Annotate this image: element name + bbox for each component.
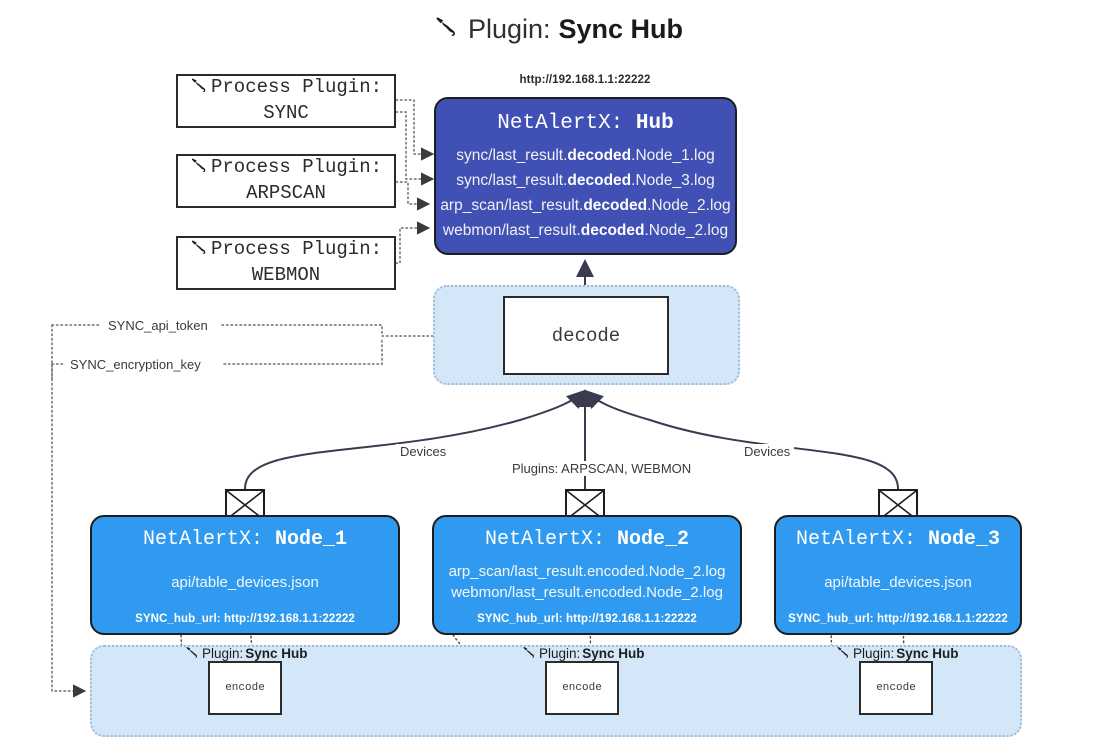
label-plugins-middle: Plugins: ARPSCAN, WEBMON (508, 461, 696, 476)
hub-log-line: sync/last_result.decoded.Node_1.log (456, 143, 714, 168)
log-bold: decoded (580, 222, 645, 240)
log-post: .Node_3.log (631, 172, 715, 190)
node-line: arp_scan/last_result.encoded.Node_2.log (448, 563, 726, 580)
plug-icon (185, 645, 200, 663)
label-sync-api-token: SYNC_api_token (104, 318, 212, 333)
log-bold: decoded (583, 197, 648, 215)
node-title: NetAlertX: Node_3 (796, 528, 1000, 551)
node-title: NetAlertX: Node_1 (143, 528, 347, 551)
hub-url-label: http://192.168.1.1:22222 (519, 74, 651, 86)
process-plugin-name: SYNC (263, 102, 309, 124)
process-plugin-arpscan-box[interactable]: Process Plugin: ARPSCAN (176, 154, 396, 208)
process-plugin-name: WEBMON (251, 264, 321, 286)
encoder-caption-prefix: Plugin: (539, 646, 581, 662)
node-footer: SYNC_hub_url: http://192.168.1.1:22222 (477, 613, 697, 625)
encoder-caption-prefix: Plugin: (853, 646, 895, 662)
encoder-caption-node-1: Plugin: Sync Hub (185, 645, 308, 663)
hub-title: NetAlertX: Hub (497, 112, 673, 135)
encoder-caption-node-3: Plugin: Sync Hub (836, 645, 959, 663)
log-bold: decoded (567, 147, 632, 164)
process-plugin-sync-box[interactable]: Process Plugin: SYNC (176, 74, 396, 128)
log-post: .Node_2.log (647, 197, 731, 215)
plug-icon (434, 14, 460, 45)
decode-box[interactable]: decode (503, 296, 669, 375)
process-plugin-name: ARPSCAN (246, 182, 326, 204)
node-title-name: Node_2 (617, 528, 690, 551)
title-prefix: Plugin: (467, 14, 551, 44)
plug-icon (190, 156, 209, 180)
log-pre: sync/last_result. (456, 172, 568, 190)
plug-icon (836, 645, 851, 663)
hub-title-prefix: NetAlertX: (497, 112, 624, 135)
node-lines: api/table_devices.json (776, 551, 1020, 613)
hub-log-line: webmon/last_result.decoded.Node_2.log (443, 218, 728, 243)
encoder-caption-node-2: Plugin: Sync Hub (522, 645, 645, 663)
label-devices-right: Devices (740, 444, 795, 459)
log-post: .Node_2.log (644, 222, 729, 240)
encoder-caption-prefix: Plugin: (202, 646, 244, 662)
process-plugin-label: Process Plugin: (210, 156, 383, 179)
process-plugin-webmon-box[interactable]: Process Plugin: WEBMON (176, 236, 396, 290)
encode-box-node-2[interactable]: encode (545, 661, 619, 715)
node-title-prefix: NetAlertX: (142, 528, 263, 551)
encode-box-node-1[interactable]: encode (208, 661, 282, 715)
node-line: api/table_devices.json (824, 573, 972, 591)
hub-log-line: arp_scan/last_result.decoded.Node_2.log (440, 193, 730, 218)
encoder-caption-name: Sync Hub (582, 646, 645, 662)
encode-box-node-3[interactable]: encode (859, 661, 933, 715)
process-plugin-label: Process Plugin: (210, 238, 383, 261)
encoder-caption-name: Sync Hub (896, 646, 959, 662)
node-line: api/table_devices.json (171, 573, 319, 591)
node-box-node-2[interactable]: NetAlertX: Node_2 arp_scan/last_result.e… (432, 515, 742, 635)
log-pre: sync/last_result. (456, 147, 568, 164)
log-pre: webmon/last_result. (442, 222, 581, 240)
node-title: NetAlertX: Node_2 (485, 528, 689, 551)
node-footer: SYNC_hub_url: http://192.168.1.1:22222 (135, 613, 355, 625)
node-box-node-1[interactable]: NetAlertX: Node_1 api/table_devices.json… (90, 515, 400, 635)
hub-box[interactable]: NetAlertX: Hub sync/last_result.decoded.… (434, 97, 737, 255)
node-title-name: Node_1 (275, 528, 348, 551)
label-devices-left: Devices (396, 444, 451, 459)
encoder-caption-name: Sync Hub (245, 646, 308, 662)
hub-log-line: sync/last_result.decoded.Node_3.log (456, 168, 714, 193)
log-bold: decoded (567, 172, 632, 190)
title-name: Sync Hub (558, 14, 684, 44)
plug-icon (190, 76, 209, 100)
node-title-prefix: NetAlertX: (795, 528, 916, 551)
plug-icon (522, 645, 537, 663)
label-sync-encryption-key: SYNC_encryption_key (66, 357, 205, 372)
node-box-node-3[interactable]: NetAlertX: Node_3 api/table_devices.json… (774, 515, 1022, 635)
node-lines: api/table_devices.json (92, 551, 398, 613)
node-line: webmon/last_result.encoded.Node_2.log (451, 584, 723, 601)
log-pre: arp_scan/last_result. (440, 197, 584, 215)
node-footer: SYNC_hub_url: http://192.168.1.1:22222 (788, 613, 1008, 625)
node-title-prefix: NetAlertX: (484, 528, 605, 551)
node-lines: arp_scan/last_result.encoded.Node_2.log … (434, 551, 740, 613)
page-title: Plugin: Sync Hub (0, 14, 1117, 45)
log-post: .Node_1.log (631, 147, 715, 164)
process-plugin-label: Process Plugin: (210, 76, 383, 99)
node-title-name: Node_3 (928, 528, 1001, 551)
plug-icon (190, 238, 209, 262)
hub-title-name: Hub (635, 112, 674, 135)
